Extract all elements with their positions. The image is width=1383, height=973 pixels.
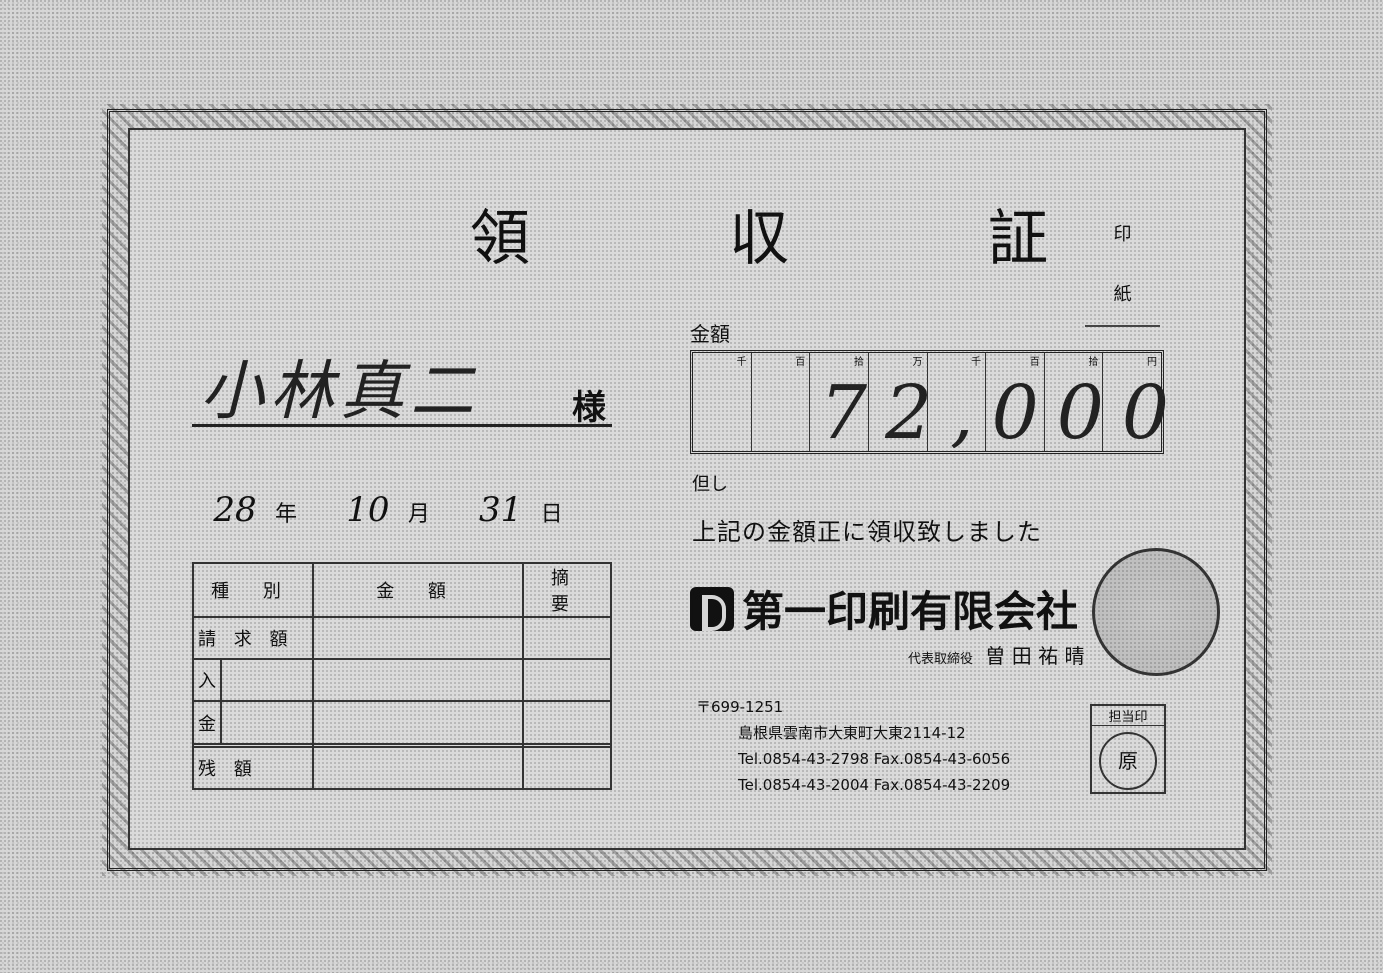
recipient-name: 小林真二 — [200, 355, 480, 429]
tadashi-label: 但し — [692, 474, 728, 495]
amount-label: 金額 — [690, 322, 730, 346]
representative-name: 曽 田 祐 晴 — [985, 644, 1085, 668]
ledger-label-balance: 残 額 — [191, 745, 315, 791]
amount-unit: 百 — [1029, 357, 1040, 368]
ledger-header-type: 種 別 — [191, 562, 315, 618]
amount-digit-cell: 拾 — [810, 353, 869, 451]
date-year: 28 — [213, 490, 257, 530]
ledger-cell — [219, 700, 315, 745]
ledger-label-payment-2: 金 — [192, 700, 222, 745]
ledger-header-notes: 摘 要 — [522, 562, 612, 618]
company-name-row: 第一印刷有限会社 — [690, 578, 1078, 639]
ledger-cell — [219, 658, 315, 703]
ledger-cell — [312, 700, 525, 745]
receipt-title: 領 収 証 — [470, 204, 1139, 274]
person-in-charge-box: 担当印 原 — [1090, 704, 1166, 794]
ledger-row-payment: 入 — [192, 658, 612, 703]
recipient-suffix: 様 — [572, 388, 606, 428]
confirmation-text: 上記の金額正に領収致しました — [692, 518, 1042, 546]
day-unit: 日 — [540, 502, 563, 527]
amount-digit-cell: 円 — [1103, 353, 1161, 451]
year-unit: 年 — [275, 502, 298, 527]
ledger-label-payment-1: 入 — [192, 658, 222, 703]
amount-unit: 万 — [912, 357, 923, 368]
ledger-cell — [312, 742, 525, 748]
revenue-stamp-area: 印 紙 — [1085, 205, 1160, 327]
address-postal: 〒699-1251 — [696, 698, 784, 716]
ledger-header-amount: 金 額 — [312, 562, 525, 618]
company-name: 第一印刷有限会社 — [742, 587, 1079, 636]
company-logo-icon — [690, 586, 734, 631]
amount-unit: 拾 — [1088, 357, 1099, 368]
ledger-cell — [312, 615, 525, 661]
ledger-row-billed: 請 求 額 — [191, 615, 612, 661]
date-month: 10 — [346, 490, 390, 530]
tanto-label: 担当印 — [1092, 706, 1164, 726]
stamp-label-2: 紙 — [1113, 284, 1132, 305]
ledger-cell — [191, 742, 315, 748]
representative-title: 代表取締役 — [908, 652, 974, 667]
date-day: 31 — [479, 490, 523, 530]
amount-unit: 円 — [1147, 357, 1157, 368]
ledger-row-payment: 金 — [192, 700, 612, 745]
representative-row: 代表取締役 曽 田 祐 晴 — [908, 640, 1084, 669]
ledger-header-row: 種 別 金 額 摘 要 — [191, 562, 612, 618]
recipient-underline — [192, 424, 612, 427]
company-address: 〒699-1251 島根県雲南市大東町大東2114-12 Tel.0854-43… — [696, 694, 1010, 798]
company-seal — [1092, 548, 1220, 676]
stamp-label-1: 印 — [1113, 224, 1132, 245]
ledger-cell — [312, 745, 525, 791]
ledger-cell — [522, 700, 612, 745]
amount-digit-cell: 百 — [986, 353, 1045, 451]
amount-digit-cell: 百 — [752, 353, 811, 451]
amount-box: 千 百 拾 万 千 百 拾 円 — [690, 350, 1164, 454]
date-row: 28 年 10 月 31 日 — [205, 490, 593, 530]
ledger-row-empty — [191, 742, 612, 748]
amount-digit-cell: 拾 — [1045, 353, 1104, 451]
tanto-seal: 原 — [1099, 732, 1157, 790]
amount-digit-cell: 千 — [928, 353, 987, 451]
month-unit: 月 — [407, 502, 430, 527]
ledger-cell — [522, 615, 612, 661]
ledger-cell — [312, 658, 525, 703]
address-line: 島根県雲南市大東町大東2114-12 — [738, 724, 966, 742]
ledger-label-billed: 請 求 額 — [191, 615, 315, 661]
ledger-cell — [522, 742, 612, 748]
ledger-row-balance: 残 額 — [191, 745, 612, 791]
amount-unit: 千 — [971, 357, 982, 368]
ledger-cell — [522, 745, 612, 791]
amount-digit-cell: 千 — [693, 353, 752, 451]
address-phone: Tel.0854-43-2798 Fax.0854-43-6056 — [738, 750, 1011, 768]
amount-unit: 百 — [795, 357, 806, 368]
amount-unit: 千 — [736, 357, 747, 368]
ledger-cell — [522, 658, 612, 703]
amount-digit-cell: 万 — [869, 353, 928, 451]
amount-value: 72,000 — [820, 370, 1187, 456]
amount-unit: 拾 — [853, 357, 864, 368]
address-phone: Tel.0854-43-2004 Fax.0854-43-2209 — [738, 776, 1011, 794]
ledger-table: 種 別 金 額 摘 要 請 求 額 入 金 残 額 — [191, 562, 612, 791]
